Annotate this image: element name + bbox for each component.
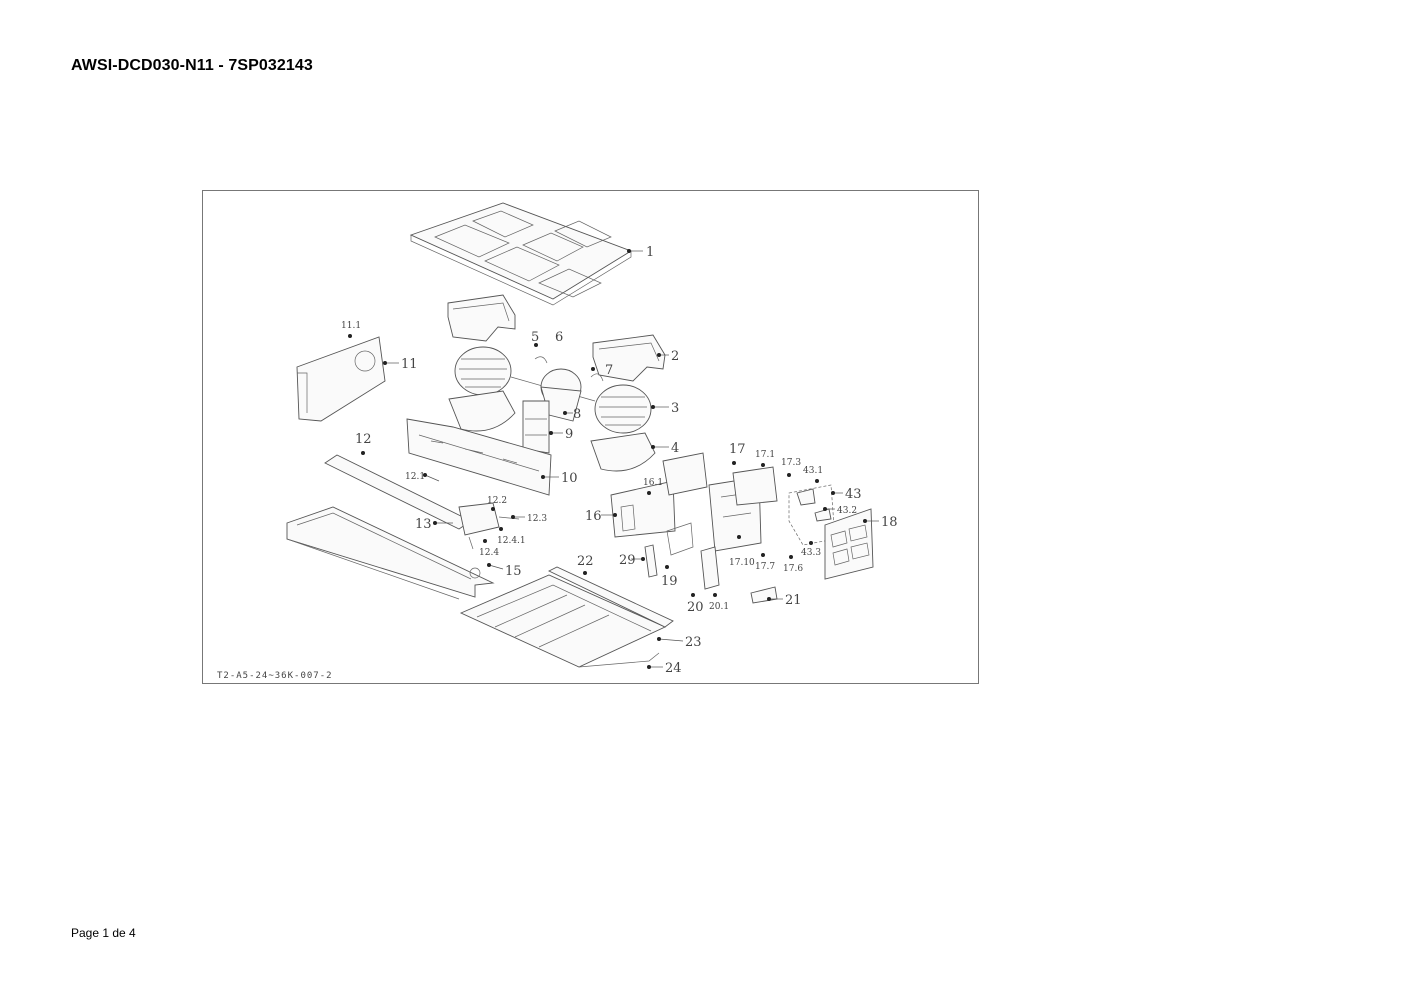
callout-15: 15 bbox=[505, 564, 522, 579]
callout-1: 1 bbox=[646, 245, 654, 260]
part-drain-pump bbox=[458, 502, 520, 550]
callout-29: 29 bbox=[619, 553, 636, 568]
exploded-view-diagram: 1 2 3 4 5 6 7 8 9 10 11 11.1 12 12.1 12.… bbox=[202, 190, 979, 684]
part-scroll-housing-lower bbox=[448, 390, 656, 472]
part-fan-motor bbox=[534, 356, 604, 422]
callout-10: 10 bbox=[561, 471, 578, 486]
callout-43-1: 43.1 bbox=[803, 466, 823, 476]
callout-23: 23 bbox=[685, 635, 702, 650]
callout-12-3: 12.3 bbox=[527, 514, 547, 524]
callout-43: 43 bbox=[845, 487, 862, 502]
callout-leaders bbox=[348, 249, 879, 669]
callout-17-1: 17.1 bbox=[755, 450, 775, 460]
part-terminal-cover bbox=[788, 484, 836, 546]
callout-2: 2 bbox=[671, 349, 679, 364]
part-bottom-plates bbox=[459, 566, 674, 668]
callout-18: 18 bbox=[881, 515, 898, 530]
callout-43-3: 43.3 bbox=[801, 548, 821, 558]
callout-20-1: 20.1 bbox=[709, 602, 729, 612]
callout-8: 8 bbox=[573, 407, 581, 422]
callout-17-7: 17.7 bbox=[755, 562, 775, 572]
callout-13: 13 bbox=[415, 517, 432, 532]
callout-17-3: 17.3 bbox=[781, 458, 801, 468]
callout-12-2: 12.2 bbox=[487, 496, 507, 506]
callout-16-1: 16.1 bbox=[643, 478, 663, 488]
callout-7: 7 bbox=[605, 363, 613, 378]
callout-20: 20 bbox=[687, 600, 704, 615]
callout-9: 9 bbox=[565, 427, 573, 442]
part-top-panel bbox=[409, 202, 633, 306]
callout-22: 22 bbox=[577, 554, 594, 569]
callout-16: 16 bbox=[585, 509, 602, 524]
callout-12-4: 12.4 bbox=[479, 548, 499, 558]
part-filter-grille bbox=[824, 508, 874, 580]
callout-17: 17 bbox=[729, 442, 746, 457]
callout-43-2: 43.2 bbox=[837, 506, 857, 516]
part-drain-tray bbox=[286, 454, 495, 600]
part-blower-wheels bbox=[454, 346, 652, 434]
callout-6: 6 bbox=[555, 330, 563, 345]
part-side-plate bbox=[296, 336, 386, 422]
callout-5: 5 bbox=[531, 330, 539, 345]
document-title: AWSI-DCD030-N11 - 7SP032143 bbox=[71, 57, 313, 74]
callout-11-1: 11.1 bbox=[341, 321, 361, 331]
callout-3: 3 bbox=[671, 401, 679, 416]
callout-12-1: 12.1 bbox=[405, 472, 425, 482]
callout-12: 12 bbox=[355, 432, 372, 447]
drawing-code: T2-A5-24~36K-007-2 bbox=[217, 671, 333, 681]
callout-21: 21 bbox=[785, 593, 802, 608]
callout-17-10: 17.10 bbox=[729, 558, 755, 568]
callout-12-4-1: 12.4.1 bbox=[497, 536, 526, 546]
callout-19: 19 bbox=[661, 574, 678, 589]
part-electric-control-box bbox=[610, 452, 778, 552]
part-motor-bracket bbox=[522, 400, 550, 454]
callout-4: 4 bbox=[671, 441, 679, 456]
callout-17-6: 17.6 bbox=[783, 564, 803, 574]
exploded-view-drawing: 1 2 3 4 5 6 7 8 9 10 11 11.1 12 12.1 12.… bbox=[217, 202, 898, 681]
callout-24: 24 bbox=[665, 661, 682, 676]
part-partition-plate bbox=[406, 418, 552, 496]
part-scroll-housing-upper bbox=[447, 294, 666, 382]
callout-11: 11 bbox=[401, 357, 418, 372]
page-number: Page 1 de 4 bbox=[71, 926, 136, 940]
